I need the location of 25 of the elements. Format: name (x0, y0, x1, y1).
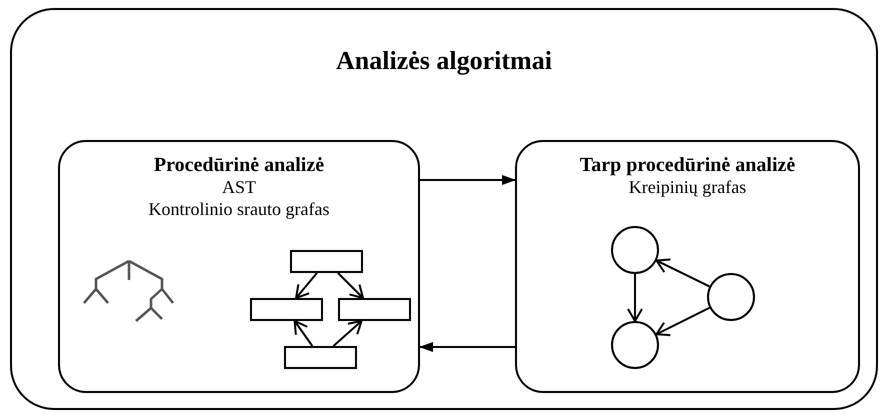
panel-text: Kontrolinio srauto grafas (148, 198, 330, 220)
panel-text: AST (222, 177, 256, 199)
arrow (655, 306, 710, 336)
arrow (332, 320, 363, 347)
panel-heading: Procedūrinė analizė (154, 154, 324, 177)
arrow (420, 175, 516, 185)
analysis-panel (515, 140, 860, 393)
analysis-panel (58, 140, 420, 393)
arrow (419, 342, 515, 352)
outer-panel (10, 8, 878, 410)
flowchart-block (290, 250, 363, 273)
graph-node-circle (707, 273, 755, 321)
flowchart-block (284, 346, 357, 369)
arrow (656, 258, 710, 288)
panel-heading: Tarp procedūrinė analizė (580, 154, 796, 177)
graph-node-circle (611, 321, 659, 369)
arrow (295, 272, 318, 299)
flowchart-block (338, 298, 411, 321)
arrow (337, 272, 364, 299)
graph-node-circle (611, 226, 659, 274)
arrow (627, 274, 643, 322)
panel-heading: Analizės algoritmai (336, 46, 552, 76)
arrow (294, 320, 314, 347)
panel-text: Kreipinių grafas (628, 177, 746, 199)
flowchart-block (250, 298, 323, 321)
